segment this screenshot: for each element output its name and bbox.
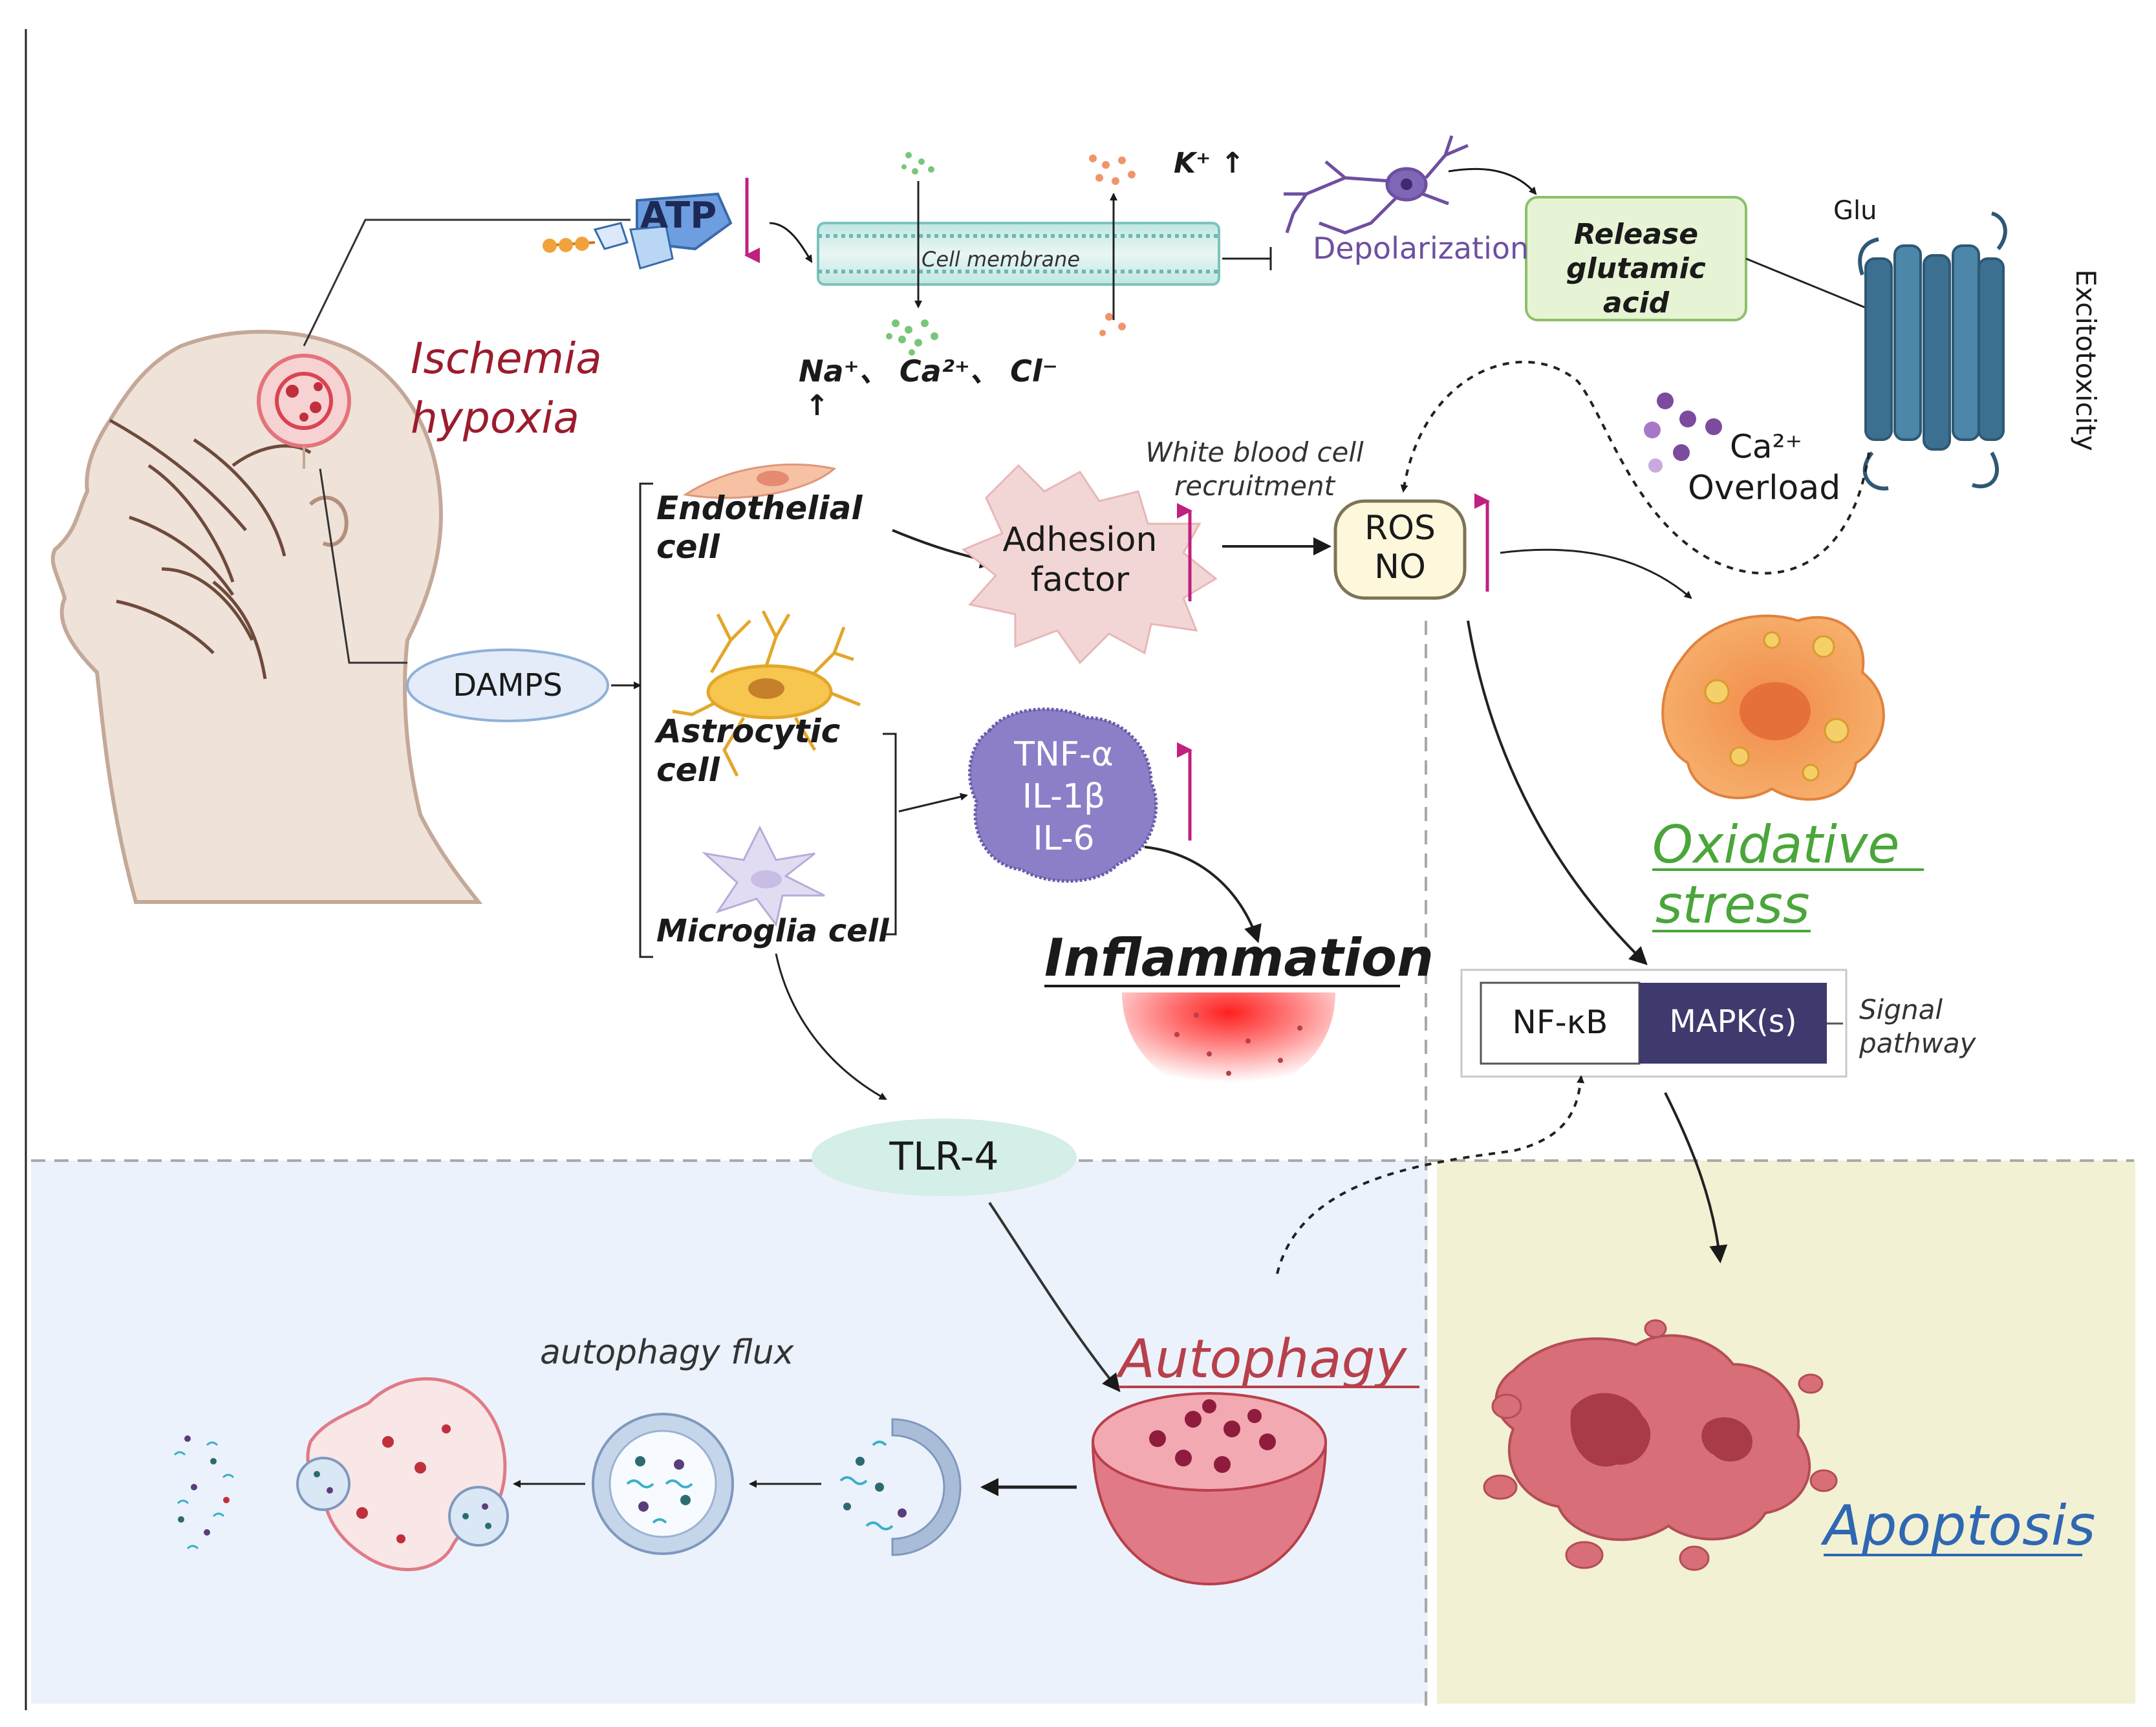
- cytokine-to-inflammation-arrow: [1144, 846, 1262, 943]
- glia-to-cytokine-arrow: [898, 793, 968, 813]
- autolysosome: [296, 1377, 509, 1571]
- atp-to-membrane-arrow: [769, 222, 813, 263]
- autophagy-label: Autophagy: [1119, 1329, 1407, 1390]
- ros-no-box: [1333, 499, 1467, 600]
- phagophore: [839, 1418, 962, 1556]
- oxidative-stress-cell: [1661, 614, 1885, 801]
- brain-to-damps-line: [319, 468, 407, 664]
- apoptosis-label: Apoptosis: [1824, 1494, 2096, 1558]
- microglia-to-tlr4-arrow: [775, 953, 887, 1100]
- inflammation-gradient: [1122, 992, 1335, 1093]
- astrocytic-label-1: Astrocytic: [656, 713, 841, 750]
- k-ion-label: K⁺ ↑: [1174, 147, 1245, 180]
- signal-label-1: Signal: [1859, 994, 1943, 1025]
- endothelial-cell-icon: [682, 464, 837, 499]
- neuron-icon: [1284, 135, 1469, 235]
- ions-up-arrow-label: ↑: [805, 389, 829, 422]
- degradation-products: [173, 1435, 235, 1550]
- no-label: NO: [1374, 548, 1426, 586]
- endothelial-label-1: Endothelial: [656, 489, 863, 527]
- damps-ellipse: [406, 649, 609, 722]
- nfkb-box: [1480, 981, 1641, 1065]
- calcium-label-2: Overload: [1688, 469, 1841, 508]
- tlr4-to-autophagy-arrow: [988, 1201, 1121, 1393]
- tnf-label: TNF-α: [1014, 735, 1114, 774]
- glutamate-receptor: [1858, 211, 2007, 491]
- release-line2: glutamic: [1566, 252, 1706, 285]
- nfkb-label: NF-κB: [1512, 1003, 1608, 1041]
- ros-to-oxidative-arrow: [1500, 548, 1692, 599]
- il1-label: IL-1β: [1022, 777, 1106, 816]
- ros-label: ROS: [1364, 509, 1436, 548]
- autophagosome: [592, 1413, 734, 1555]
- microglia-label: Microglia cell: [656, 913, 889, 949]
- mapk-label: MAPK(s): [1669, 1003, 1797, 1040]
- release-to-receptor-line: [1745, 257, 1873, 312]
- il6-label: IL-6: [1033, 819, 1095, 858]
- cell-membrane-label: Cell membrane: [922, 247, 1081, 272]
- glu-label: Glu: [1833, 196, 1877, 226]
- endothelial-label-2: cell: [656, 528, 720, 566]
- inflammation-dots: [1174, 1013, 1302, 1076]
- glia-bracket: [883, 733, 897, 936]
- ion-dots-green: [886, 152, 938, 356]
- excitotoxicity-to-ros-curve: [1400, 360, 1870, 575]
- membrane-inhibit-line: [1222, 247, 1272, 270]
- calcium-label-1: Ca²⁺: [1730, 428, 1802, 466]
- oxidative-label-2: stress: [1655, 875, 1810, 935]
- signal-label-2: pathway: [1859, 1027, 1976, 1059]
- atp-label: ATP: [640, 195, 717, 237]
- depolarization-label: Depolarization: [1313, 231, 1529, 266]
- autophagy-flux-label: autophagy flux: [540, 1333, 794, 1372]
- adhesion-label-2: factor: [1030, 561, 1130, 599]
- cell-type-bracket: [639, 482, 653, 958]
- excitotoxicity-label: Excitotoxicity: [2070, 269, 2102, 451]
- autophagy-bowl: [1091, 1392, 1328, 1586]
- neuron-to-release-arrow: [1448, 167, 1537, 195]
- damps-label: DAMPS: [453, 667, 563, 703]
- tlr4-ellipse: [812, 1119, 1077, 1196]
- autophagy-to-signal-dashed: [1276, 1075, 1585, 1274]
- cytokine-blob: [968, 707, 1158, 883]
- release-line3: acid: [1602, 286, 1670, 319]
- release-line1: Release: [1573, 218, 1699, 251]
- wbc-label-1: White blood cell: [1145, 436, 1364, 468]
- ion-dots-orange: [1089, 155, 1136, 336]
- head-illustration: [50, 330, 483, 904]
- microglia-icon: [702, 825, 825, 927]
- wbc-label-2: recruitment: [1174, 470, 1335, 502]
- brain-to-atp-line: [303, 219, 631, 347]
- adhesion-factor-burst: [962, 464, 1218, 665]
- ions-in-label: Na⁺、 Ca²⁺、 Cl⁻: [799, 354, 1058, 389]
- calcium-dots: [1644, 392, 1722, 473]
- apoptotic-cell: [1483, 1319, 1838, 1571]
- tlr4-label: TLR-4: [889, 1134, 999, 1179]
- signal-to-apoptosis-arrow: [1664, 1092, 1728, 1263]
- mapk-box: [1639, 983, 1827, 1064]
- astrocytic-label-2: cell: [656, 751, 720, 789]
- astrocyte-icon: [672, 610, 861, 777]
- ischemia-label: Ischemia: [411, 334, 602, 383]
- adhesion-label-1: Adhesion: [1002, 520, 1158, 559]
- oxidative-label-1: Oxidative: [1652, 815, 1900, 875]
- hypoxia-label: hypoxia: [411, 393, 580, 443]
- inflammation-label: Inflammation: [1044, 928, 1434, 988]
- ros-to-signal-arrow: [1467, 620, 1648, 965]
- atp-molecule: [543, 192, 733, 270]
